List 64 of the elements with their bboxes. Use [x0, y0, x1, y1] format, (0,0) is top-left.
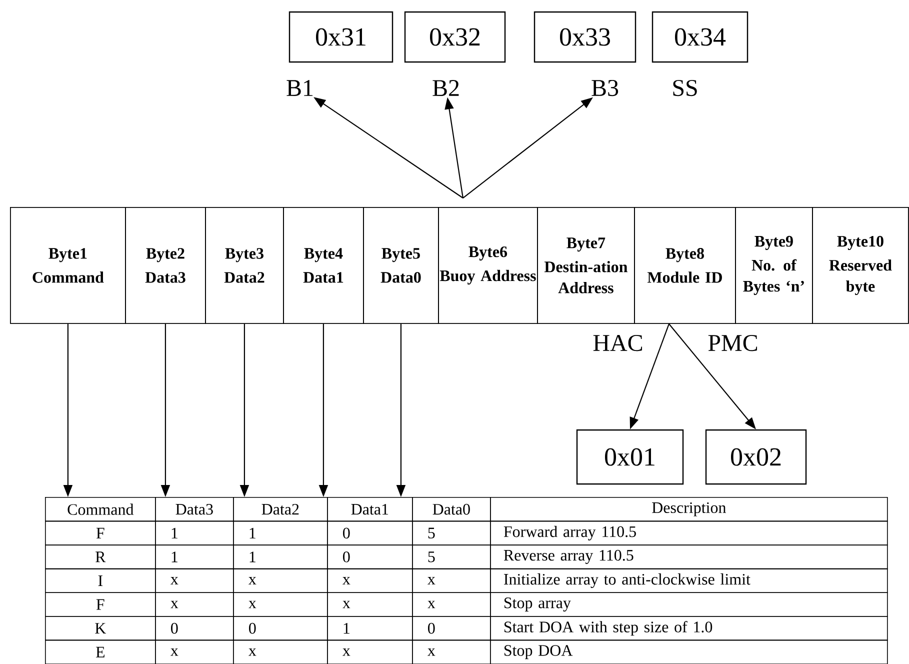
table-header-cell: Data1	[327, 497, 413, 522]
byte-field-cell: Byte9 No. of Bytes ‘n’	[735, 207, 813, 324]
table-cell: x	[327, 568, 413, 593]
byte-field-cell: Byte3 Data2	[205, 207, 284, 324]
table-cell: 1	[155, 544, 234, 570]
byte-field-cell: Byte5 Data0	[363, 207, 439, 324]
table-cell: 1	[327, 616, 413, 641]
table-cell: x	[233, 592, 328, 617]
table-cell: Reverse array 110.5	[490, 544, 888, 570]
table-cell: 0	[233, 616, 328, 641]
table-header-cell: Data2	[233, 497, 328, 522]
table-header-cell: Data0	[412, 497, 491, 522]
table-cell: x	[233, 640, 328, 664]
table-cell: Start DOA with step size of 1.0	[490, 616, 888, 641]
table-cell: 0	[412, 616, 491, 641]
byte-label: B2	[432, 80, 459, 96]
table-cell: F	[45, 592, 156, 617]
byte-field-cell: Byte6 Buoy Address	[438, 207, 538, 324]
table-cell: 0	[327, 544, 413, 570]
table-cell: 5	[412, 520, 491, 546]
table-cell: E	[45, 640, 156, 664]
table-cell: I	[45, 568, 156, 593]
table-header-cell: Data3	[155, 497, 234, 522]
table-cell: x	[412, 640, 491, 664]
table-header-cell: Description	[490, 497, 888, 522]
table-cell: 1	[233, 520, 328, 546]
table-cell: F	[45, 520, 156, 546]
table-cell: 0	[327, 520, 413, 546]
table-cell: R	[45, 544, 156, 570]
byte-field-cell: Byte7 Destin-ation Address	[537, 207, 635, 324]
table-cell: Stop DOA	[490, 640, 888, 664]
table-cell: Stop array	[490, 592, 888, 617]
table-cell: 5	[412, 544, 491, 570]
table-cell: K	[45, 616, 156, 641]
value-box: 0x01	[576, 429, 684, 485]
table-cell: x	[233, 568, 328, 593]
byte-field-cell: Byte4 Data1	[283, 207, 364, 324]
value-box: 0x34	[652, 11, 748, 63]
edge-label: HAC	[592, 334, 644, 352]
table-cell: 1	[155, 520, 234, 546]
edge-label: PMC	[706, 334, 760, 352]
byte-label: B3	[592, 80, 618, 96]
table-cell: Forward array 110.5	[490, 520, 888, 546]
table-cell: 0	[155, 616, 234, 641]
table-cell: Initialize array to anti-clockwise limit	[490, 568, 888, 593]
table-cell: x	[327, 640, 413, 664]
table-cell: x	[155, 568, 234, 593]
table-cell: 1	[233, 544, 328, 570]
byte-field-cell: Byte1 Command	[10, 207, 126, 324]
byte-field-cell: Byte10 Reserved byte	[812, 207, 909, 324]
table-cell: x	[327, 592, 413, 617]
byte-label: SS	[673, 80, 697, 96]
table-cell: x	[412, 568, 491, 593]
table-cell: x	[412, 592, 491, 617]
table-header-cell: Command	[45, 497, 156, 522]
byte-field-cell: Byte8 Module ID	[634, 207, 736, 324]
value-box: 0x33	[534, 11, 636, 63]
table-cell: x	[155, 640, 234, 664]
value-box: 0x31	[288, 11, 394, 63]
value-box: 0x02	[705, 429, 807, 485]
table-cell: x	[155, 592, 234, 617]
byte-field-cell: Byte2 Data3	[125, 207, 206, 324]
byte-label: B1	[286, 80, 313, 96]
value-box: 0x32	[404, 11, 506, 63]
